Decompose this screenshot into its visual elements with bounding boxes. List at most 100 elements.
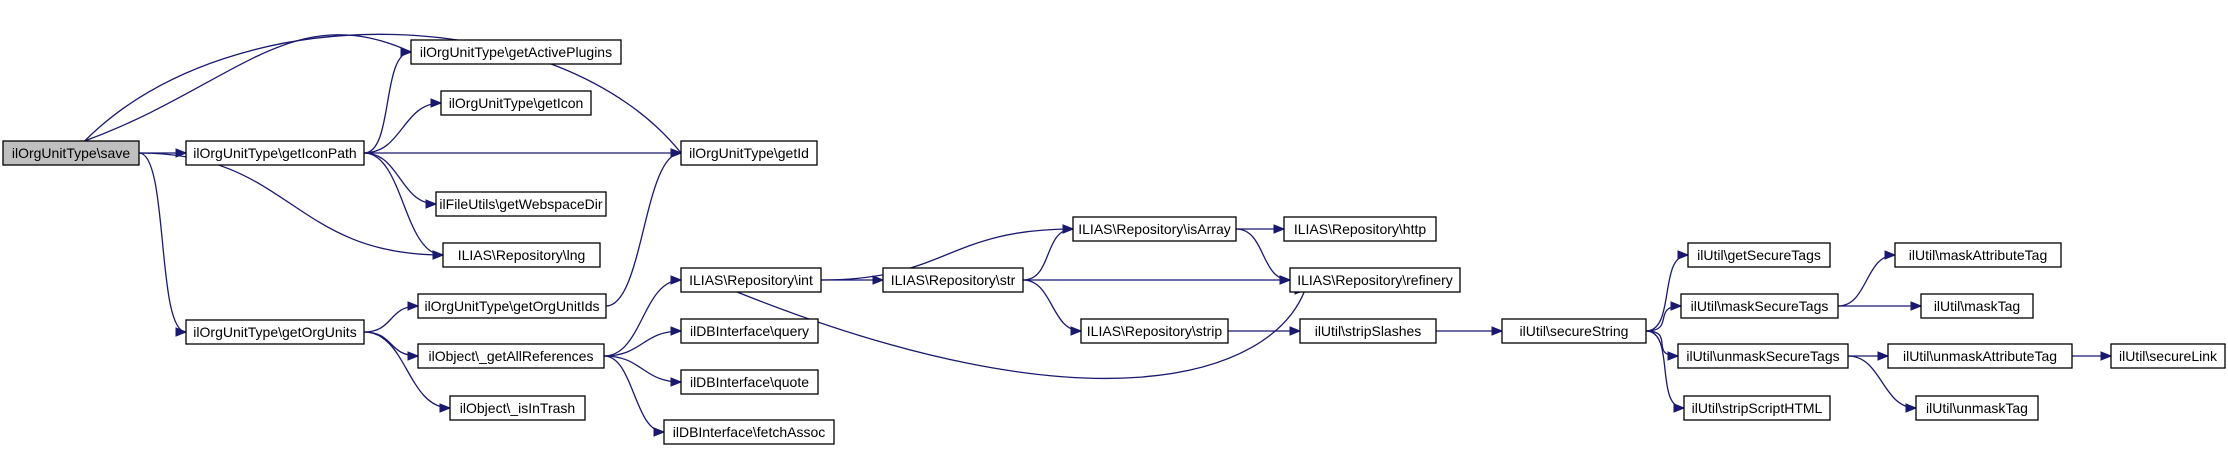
- node-label: ilOrgUnitType\getIconPath: [193, 145, 356, 161]
- edge-str-to-isArray: [1022, 224, 1075, 281]
- edge-isArray-to-http: [1235, 224, 1286, 234]
- arrowhead: [1884, 250, 1897, 260]
- node-isInTrash[interactable]: ilObject\_isInTrash: [449, 395, 586, 421]
- edge-getOrgUnitIds-to-getId: [605, 148, 683, 307]
- node-box: [442, 242, 601, 268]
- arrowhead: [425, 199, 438, 209]
- node-label: ilUtil\maskTag: [1934, 298, 2020, 314]
- edge-secureString-to-unmaskSecureTags: [1645, 330, 1680, 361]
- edge-str-to-refinery: [1023, 275, 1292, 285]
- edge-maskSecureTags-to-maskTag: [1838, 301, 1923, 311]
- node-save[interactable]: ilOrgUnitType\save: [2, 140, 140, 166]
- node-label: ILIAS\Repository\isArray: [1078, 221, 1231, 237]
- node-box: [680, 267, 822, 293]
- node-label: ilOrgUnitType\getOrgUnitIds: [424, 298, 599, 314]
- node-getIcon[interactable]: ilOrgUnitType\getIcon: [440, 90, 592, 116]
- node-fetchAssoc[interactable]: ilDBInterface\fetchAssoc: [663, 419, 835, 445]
- arrowhead: [670, 377, 683, 387]
- node-label: ILIAS\Repository\refinery: [1297, 272, 1453, 288]
- node-box: [417, 293, 607, 319]
- arrowhead: [1273, 224, 1286, 234]
- edge-line: [1645, 254, 1689, 332]
- node-box: [1687, 242, 1831, 268]
- node-unmaskTag[interactable]: ilUtil\unmaskTag: [1915, 395, 2039, 421]
- edge-line: [1022, 279, 1082, 332]
- edge-line: [363, 51, 412, 154]
- edge-line: [363, 152, 437, 205]
- edge-getOrgUnits-to-getOrgUnitIds: [363, 301, 420, 333]
- node-stripSlashes[interactable]: ilUtil\stripSlashes: [1299, 318, 1437, 344]
- node-label: ilDBInterface\quote: [690, 374, 809, 390]
- node-getOrgUnits[interactable]: ilOrgUnitType\getOrgUnits: [185, 319, 365, 345]
- node-box: [1080, 318, 1229, 344]
- node-label: ILIAS\Repository\strip: [1087, 323, 1223, 339]
- arrowhead: [400, 47, 413, 57]
- node-box: [1887, 343, 2073, 369]
- edge-isArray-to-refinery: [1235, 228, 1292, 285]
- node-box: [1072, 216, 1237, 242]
- node-box: [882, 267, 1024, 293]
- node-box: [185, 319, 365, 345]
- node-label: ilUtil\stripScriptHTML: [1692, 400, 1823, 416]
- edge-getAllReferences-to-query: [603, 326, 683, 357]
- arrowhead: [1491, 326, 1504, 336]
- node-getId[interactable]: ilOrgUnitType\getId: [680, 140, 818, 166]
- edge-line: [1022, 228, 1074, 281]
- edge-line: [363, 102, 442, 154]
- node-maskTag[interactable]: ilUtil\maskTag: [1920, 293, 2034, 319]
- edge-maskSecureTags-to-maskAttributeTag: [1837, 250, 1897, 307]
- edge-line: [820, 228, 1074, 281]
- node-unmaskSecureTags[interactable]: ilUtil\unmaskSecureTags: [1677, 343, 1849, 369]
- node-getOrgUnitIds[interactable]: ilOrgUnitType\getOrgUnitIds: [417, 293, 607, 319]
- node-quote[interactable]: ilDBInterface\quote: [680, 369, 819, 395]
- node-box: [435, 191, 607, 217]
- edge-save-to-getActivePlugins: [84, 34, 413, 142]
- node-query[interactable]: ilDBInterface\query: [680, 318, 819, 344]
- node-getSecureTags[interactable]: ilUtil\getSecureTags: [1687, 242, 1831, 268]
- node-isArray[interactable]: ILIAS\Repository\isArray: [1072, 216, 1237, 242]
- node-getWebspaceDir[interactable]: ilFileUtils\getWebspaceDir: [435, 191, 607, 217]
- node-label: ilObject\_getAllReferences: [429, 348, 594, 364]
- arrowhead: [670, 148, 683, 158]
- node-box: [1501, 318, 1647, 344]
- edge-str-to-strip: [1022, 279, 1083, 336]
- edge-getAllReferences-to-quote: [603, 355, 683, 387]
- edge-secureString-to-stripScriptHTML: [1645, 330, 1686, 413]
- node-box: [1680, 293, 1839, 319]
- node-getAllReferences[interactable]: ilObject\_getAllReferences: [417, 343, 605, 369]
- arrowhead: [175, 327, 188, 337]
- edge-unmaskSecureTags-to-unmaskTag: [1847, 355, 1918, 413]
- edge-getAllReferences-to-fetchAssoc: [603, 355, 666, 437]
- node-http[interactable]: ILIAS\Repository\http: [1283, 216, 1437, 242]
- node-int[interactable]: ILIAS\Repository\int: [680, 267, 822, 293]
- edge-unmaskAttributeTag-to-secureLink: [2072, 351, 2113, 361]
- arrowhead: [1289, 326, 1302, 336]
- node-box: [449, 395, 586, 421]
- node-secureLink[interactable]: ilUtil\secureLink: [2110, 343, 2226, 369]
- arrowhead: [1062, 224, 1075, 234]
- node-stripScriptHTML[interactable]: ilUtil\stripScriptHTML: [1683, 395, 1831, 421]
- edge-line: [363, 331, 451, 409]
- node-getIconPath[interactable]: ilOrgUnitType\getIconPath: [185, 140, 365, 166]
- node-label: ilFileUtils\getWebspaceDir: [439, 196, 602, 212]
- node-box: [1677, 343, 1849, 369]
- node-getActivePlugins[interactable]: ilOrgUnitType\getActivePlugins: [410, 39, 622, 65]
- node-label: ilUtil\unmaskTag: [1926, 400, 2028, 416]
- node-label: ILIAS\Repository\str: [891, 272, 1016, 288]
- node-str[interactable]: ILIAS\Repository\str: [882, 267, 1024, 293]
- arrowhead: [1279, 275, 1292, 285]
- edge-strip-to-stripSlashes: [1228, 326, 1302, 336]
- edge-line: [736, 289, 1306, 379]
- node-box: [1683, 395, 1831, 421]
- node-secureString[interactable]: ilUtil\secureString: [1501, 318, 1647, 344]
- node-box: [663, 419, 835, 445]
- node-lng[interactable]: ILIAS\Repository\lng: [442, 242, 601, 268]
- edge-getIconPath-to-getWebspaceDir: [363, 152, 438, 209]
- node-unmaskAttributeTag[interactable]: ilUtil\unmaskAttributeTag: [1887, 343, 2073, 369]
- node-strip[interactable]: ILIAS\Repository\strip: [1080, 318, 1229, 344]
- node-maskAttributeTag[interactable]: ilUtil\maskAttributeTag: [1894, 242, 2062, 268]
- arrowhead: [1070, 326, 1083, 336]
- node-refinery[interactable]: ILIAS\Repository\refinery: [1289, 267, 1461, 293]
- node-maskSecureTags[interactable]: ilUtil\maskSecureTags: [1680, 293, 1839, 319]
- edge-line: [603, 279, 682, 357]
